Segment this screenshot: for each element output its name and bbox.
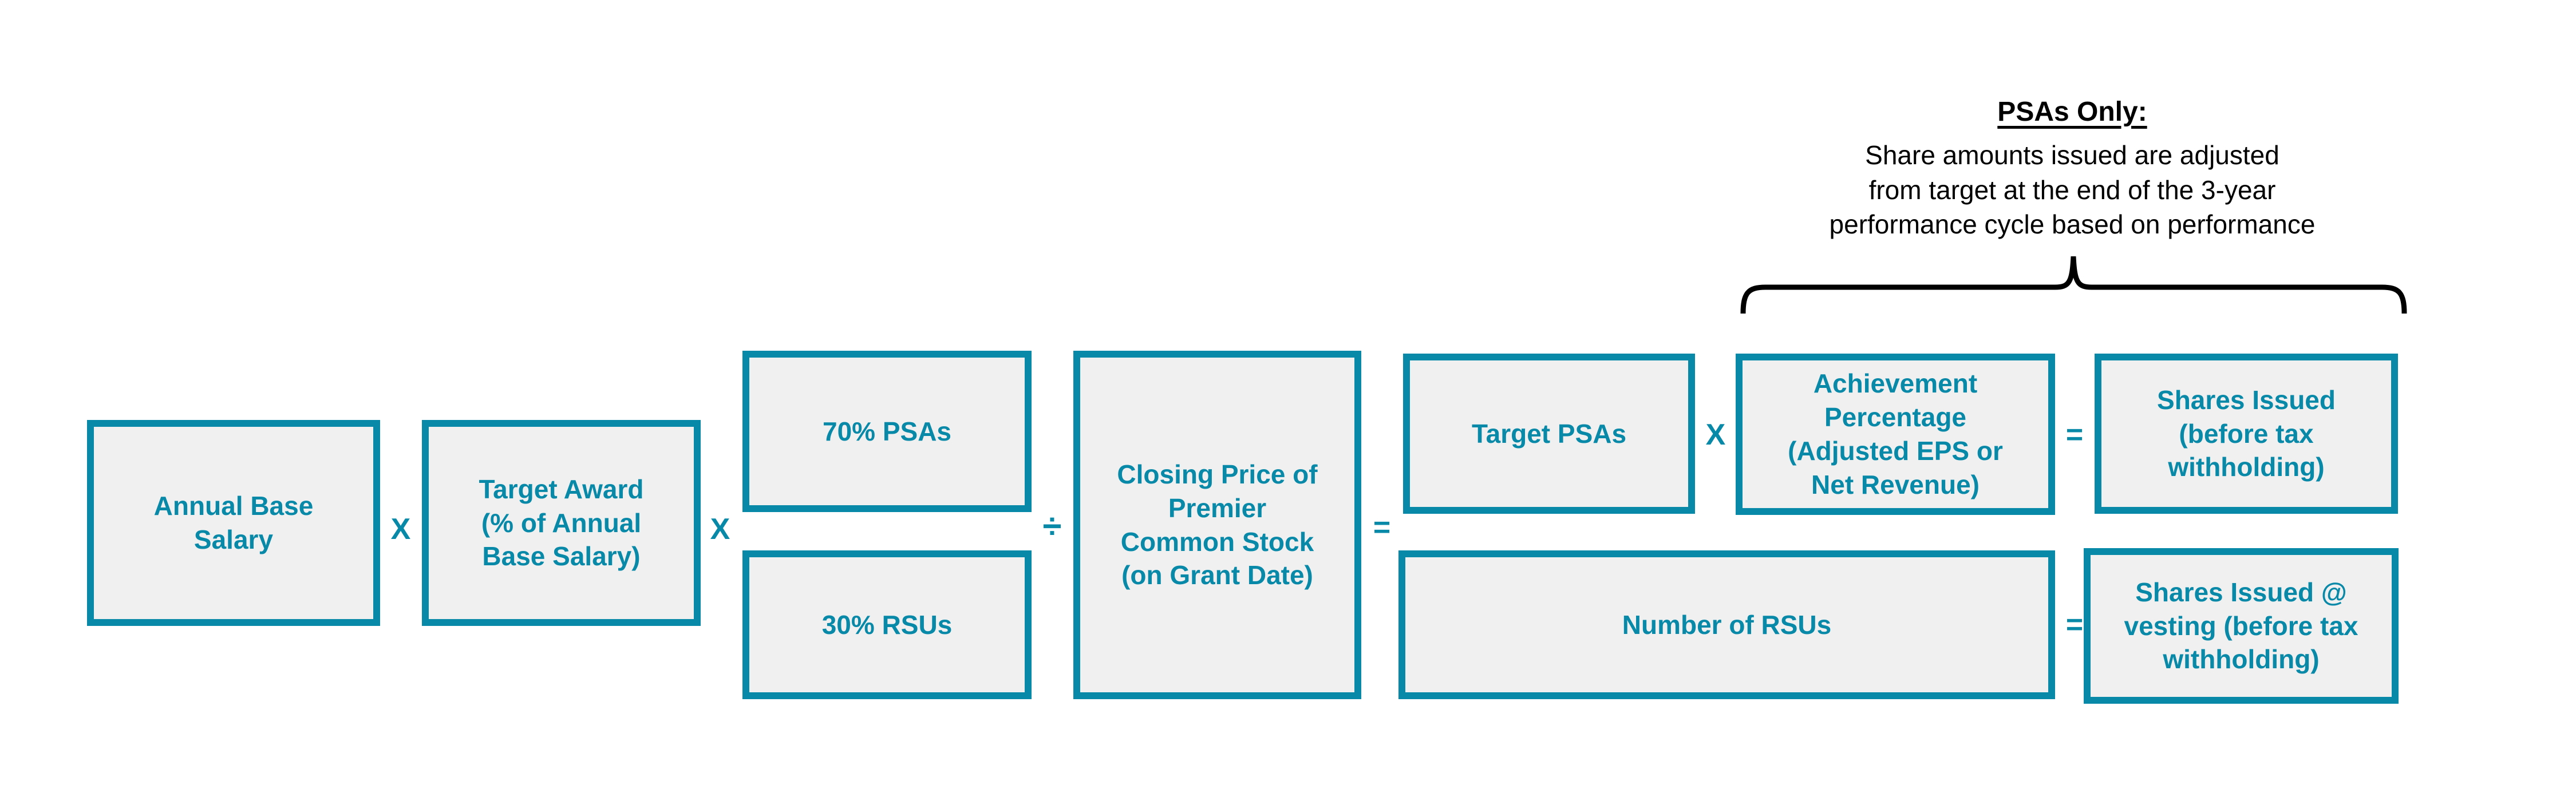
box-target-award-label: Target Award (% of Annual Base Salary): [479, 474, 644, 572]
box-target-award: Target Award (% of Annual Base Salary): [422, 420, 701, 626]
box-70-percent-psas-label: 70% PSAs: [822, 416, 951, 446]
equals-operator-2: =: [2065, 418, 2084, 451]
box-number-of-rsus: Number of RSUs: [1398, 550, 2055, 699]
box-annual-base-salary: Annual Base Salary: [87, 420, 380, 626]
box-closing-price-label: Closing Price of Premier Common Stock (o…: [1117, 459, 1318, 590]
psas-only-annotation-body: Share amounts issued are adjusted from t…: [1829, 140, 2316, 240]
box-closing-price: Closing Price of Premier Common Stock (o…: [1073, 351, 1361, 699]
box-achievement-percentage-label: Achievement Percentage (Adjusted EPS or …: [1788, 368, 2003, 499]
divide-operator: ÷: [1042, 507, 1062, 545]
box-shares-issued-rsus: Shares Issued @ vesting (before tax with…: [2084, 548, 2399, 704]
box-shares-issued-psas-label: Shares Issued (before tax withholding): [2157, 384, 2336, 482]
box-30-percent-rsus-label: 30% RSUs: [821, 609, 953, 640]
box-shares-issued-psas: Shares Issued (before tax withholding): [2095, 354, 2398, 514]
multiply-operator-2: X: [710, 513, 730, 546]
box-30-percent-rsus: 30% RSUs: [742, 550, 1032, 699]
multiply-operator-3: X: [1705, 418, 1726, 451]
box-annual-base-salary-label: Annual Base Salary: [153, 491, 314, 554]
equals-operator-3: =: [2065, 608, 2084, 641]
psas-only-annotation: PSAs Only: Share amounts issued are adju…: [1729, 96, 2416, 242]
multiply-operator-1: X: [390, 513, 411, 546]
box-number-of-rsus-label: Number of RSUs: [1622, 609, 1832, 640]
box-70-percent-psas: 70% PSAs: [742, 351, 1032, 512]
box-achievement-percentage: Achievement Percentage (Adjusted EPS or …: [1736, 354, 2055, 515]
equals-operator-1: =: [1373, 511, 1391, 544]
curly-brace: [1740, 256, 2407, 314]
psas-only-annotation-title: PSAs Only:: [1997, 97, 2147, 127]
box-target-psas-label: Target PSAs: [1471, 418, 1627, 449]
box-shares-issued-rsus-label: Shares Issued @ vesting (before tax with…: [2124, 577, 2358, 675]
box-target-psas: Target PSAs: [1403, 354, 1695, 514]
